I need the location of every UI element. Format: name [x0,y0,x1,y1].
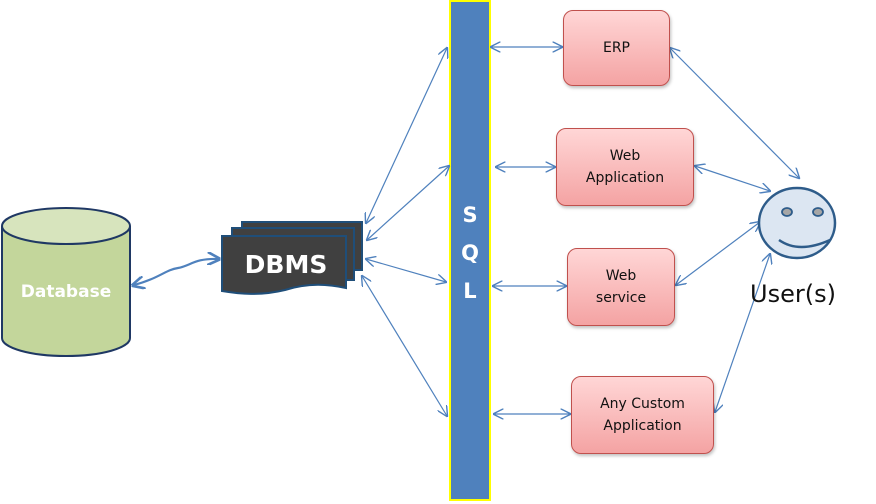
dbms-stack [221,221,363,295]
app-box-web-application: Web Application [556,128,694,206]
arrow-dbms-sql-1 [366,48,447,223]
database-dbms-connector [134,259,218,285]
sql-bar [449,0,491,501]
arrow-erp-users [670,48,799,178]
sql-letter-q: Q [461,241,479,265]
arrow-dbms-sql-2 [367,166,449,240]
sql-letter-l: L [463,279,477,303]
database-label: Database [20,282,112,302]
app-box-custom-application: Any Custom Application [571,376,714,454]
app-label-erp: ERP [602,40,630,56]
app-box-web-service: Web service [567,248,675,326]
users-label: User(s) [750,280,836,308]
app-label-web-application: Web Application [585,148,665,186]
arrow-web-application-users [695,166,770,191]
dbms-sql-arrows [362,48,449,416]
arrow-dbms-sql-4 [362,276,447,416]
arrow-custom-application-users [715,254,770,412]
sql-letter-s: S [462,203,478,227]
arrow-web-service-users [676,222,760,285]
app-label-web-service: Web service [595,268,647,306]
users-smiley-icon [757,186,837,260]
arrow-dbms-sql-3 [366,259,446,282]
database-cylinder [0,207,131,357]
app-box-erp: ERP [563,10,670,86]
app-label-custom-application: Any Custom Application [600,396,685,434]
dbms-label: DBMS [244,250,328,279]
app-user-arrows [670,48,799,412]
sql-app-arrows [491,47,570,414]
